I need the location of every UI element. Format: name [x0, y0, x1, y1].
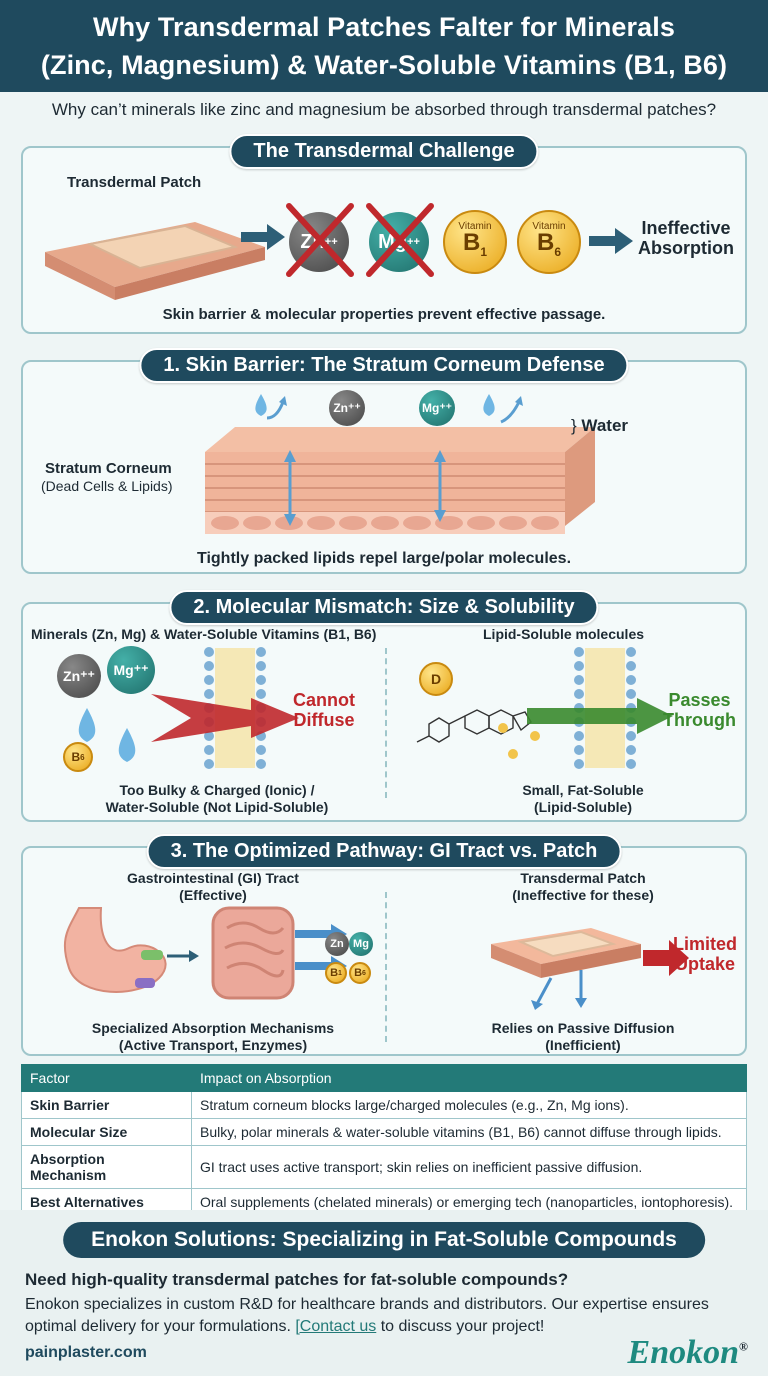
factor-table: Factor Impact on Absorption Skin Barrier…	[21, 1064, 747, 1216]
water-drop-icon	[255, 394, 287, 420]
left-caption: Too Bulky & Charged (Ionic) / Water-Solu…	[105, 782, 329, 815]
challenge-caption: Skin barrier & molecular properties prev…	[162, 306, 606, 323]
gi-heading: Gastrointestinal (GI) Tract (Effective)	[127, 870, 299, 903]
zinc-ion-icon: Zn⁺⁺	[329, 390, 365, 426]
molecule-dots	[498, 723, 540, 759]
stratum-corneum-label: Stratum Corneum	[45, 460, 172, 477]
molecule-icon	[416, 709, 532, 743]
barrier-panel: 1. Skin Barrier: The Stratum Corneum Def…	[21, 348, 747, 574]
footer-title: Enokon Solutions: Specializing in Fat-So…	[63, 1222, 705, 1258]
challenge-title: The Transdermal Challenge	[229, 134, 539, 169]
arrow-right-icon	[241, 224, 285, 250]
water-label: } Water	[571, 416, 629, 435]
vitamin-b1-icon: Vitamin B1	[443, 210, 507, 274]
barrier-caption: Tightly packed lipids repel large/polar …	[196, 550, 572, 567]
divider	[385, 892, 387, 1042]
magnesium-ion-icon: Mg	[349, 932, 373, 956]
left-heading: Minerals (Zn, Mg) & Water-Soluble Vitami…	[31, 626, 377, 642]
site-link[interactable]: painplaster.com	[25, 1344, 147, 1361]
stratum-corneum-sub: (Dead Cells & Lipids)	[41, 478, 173, 494]
arrow-right-icon	[643, 940, 689, 976]
water-drop-icon	[78, 708, 136, 762]
vitamin-b6-icon: Vitamin B6	[517, 210, 581, 274]
enokon-logo: Enokon®	[627, 1334, 748, 1371]
patch-label: Transdermal Patch	[67, 174, 202, 191]
right-caption: Small, Fat-Soluble (Lipid-Soluble)	[522, 782, 644, 815]
footer-description: Enokon specializes in custom R&D for hea…	[25, 1296, 709, 1335]
footer: Enokon Solutions: Specializing in Fat-So…	[0, 1210, 768, 1376]
footer-question: Need high-quality transdermal patches fo…	[25, 1270, 569, 1289]
mismatch-title: 2. Molecular Mismatch: Size & Solubility	[169, 590, 599, 625]
patch-illustration	[491, 928, 641, 1010]
mismatch-panel: 2. Molecular Mismatch: Size & Solubility…	[21, 590, 747, 822]
divider	[385, 648, 387, 798]
table-header: Factor	[21, 1064, 192, 1092]
zinc-ion-icon: Zn	[325, 932, 349, 956]
pathway-panel: 3. The Optimized Pathway: GI Tract vs. P…	[21, 834, 747, 1056]
water-drop-icon	[483, 394, 523, 424]
arrow-right-icon	[589, 228, 633, 254]
table-row: Absorption Mechanism GI tract uses activ…	[21, 1145, 747, 1189]
pathway-title: 3. The Optimized Pathway: GI Tract vs. P…	[146, 834, 622, 869]
zinc-ion-icon: Zn⁺⁺	[57, 654, 101, 698]
page-title-line2: (Zinc, Magnesium) & Water-Soluble Vitami…	[40, 50, 728, 80]
cross-icon	[286, 203, 354, 277]
skin-cross-section	[205, 427, 595, 534]
pass-arrow-icon	[527, 698, 673, 734]
right-heading: Lipid-Soluble molecules	[483, 626, 645, 642]
cross-icon	[366, 203, 434, 277]
stomach-icon	[63, 907, 199, 993]
challenge-panel: The Transdermal Challenge Transdermal Pa…	[21, 134, 747, 334]
table-header: Impact on Absorption	[191, 1064, 747, 1092]
table-row: Skin Barrier Stratum corneum blocks larg…	[21, 1091, 747, 1119]
page-header: Why Transdermal Patches Falter for Miner…	[0, 0, 768, 92]
patch-illustration	[45, 222, 265, 300]
vitamin-d-icon: D	[419, 662, 453, 696]
table-row: Molecular Size Bulky, polar minerals & w…	[21, 1118, 747, 1146]
blocked-arrow-icon	[151, 694, 299, 742]
gi-caption: Specialized Absorption Mechanisms (Activ…	[91, 1020, 335, 1053]
barrier-title: 1. Skin Barrier: The Stratum Corneum Def…	[139, 348, 629, 383]
cannot-diffuse-label: Cannot Diffuse	[293, 690, 355, 730]
intro-question: Why can’t minerals like zinc and magnesi…	[51, 100, 717, 119]
ineffective-absorption-label: Ineffective Absorption	[638, 218, 734, 258]
patch-heading: Transdermal Patch (Ineffective for these…	[512, 870, 654, 903]
passes-through-label: Passes Through	[663, 690, 736, 730]
magnesium-ion-icon: Mg⁺⁺	[419, 390, 455, 426]
patch-caption: Relies on Passive Diffusion (Inefficient…	[491, 1020, 675, 1053]
intestine-icon	[211, 906, 295, 1000]
contact-us-link[interactable]: [Contact us	[295, 1318, 377, 1335]
limited-uptake-label: Limited Uptake	[673, 934, 738, 974]
page-title-line1: Why Transdermal Patches Falter for Miner…	[93, 12, 675, 42]
magnesium-ion-icon: Mg⁺⁺	[107, 646, 155, 694]
